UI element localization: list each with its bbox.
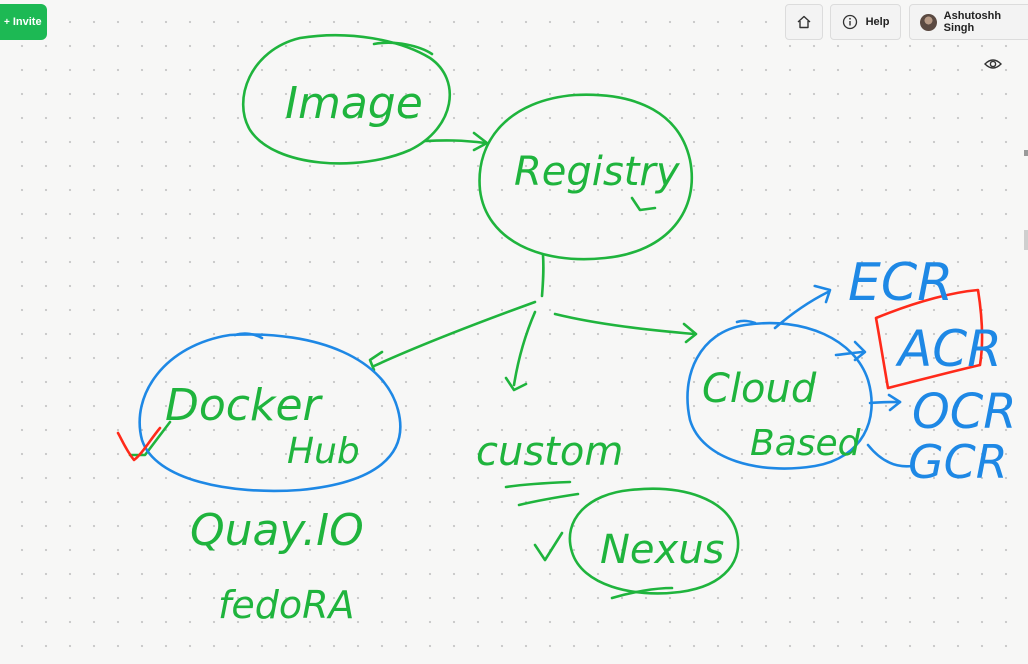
info-circle-icon xyxy=(842,14,857,30)
help-button[interactable]: Help xyxy=(830,4,901,40)
gcr-label: GCR xyxy=(908,435,1008,489)
arrow-registry-custom xyxy=(512,310,537,387)
fedora-label: fedoRA xyxy=(218,583,355,627)
arrow-cloud-ecr xyxy=(773,290,830,330)
arrow-cloud-ocr xyxy=(868,400,902,405)
registry-bubble xyxy=(478,93,693,261)
arrow-image-registry xyxy=(423,139,487,145)
scrollbar[interactable] xyxy=(1024,150,1028,156)
avatar xyxy=(920,13,937,31)
home-button[interactable] xyxy=(785,4,823,40)
nexus-check xyxy=(533,531,564,562)
docker-hub-label-line2: Hub xyxy=(287,431,360,472)
invite-button[interactable]: + Invite xyxy=(0,4,47,40)
docker-hub-label-line1: Docker xyxy=(165,380,324,431)
cloud-label-line2: Based xyxy=(750,423,862,464)
user-menu-button[interactable]: Ashutoshh Singh xyxy=(909,4,1028,40)
arrow-registry-docker xyxy=(372,300,537,368)
nexus-label: Nexus xyxy=(600,527,724,573)
acr-highlight-box xyxy=(874,288,984,390)
user-name: Ashutoshh Singh xyxy=(943,10,1002,34)
arrow-cloud-acr xyxy=(834,350,864,357)
image-bubble xyxy=(241,33,452,165)
image-label: Image xyxy=(285,78,423,129)
acr-label: ACR xyxy=(895,320,1002,378)
docker-hub-bubble xyxy=(138,333,402,493)
connector-stem xyxy=(540,253,545,298)
docker-hub-check xyxy=(116,426,162,462)
user-plus-icon: + xyxy=(4,16,10,28)
custom-label: custom xyxy=(476,429,623,475)
arrow-cloud-gcr xyxy=(866,443,914,468)
invite-label: Invite xyxy=(12,16,42,28)
ecr-label: ECR xyxy=(848,253,953,313)
scrollbar-thumb[interactable] xyxy=(1024,230,1028,250)
nexus-bubble xyxy=(568,487,740,595)
help-label: Help xyxy=(865,16,890,28)
cloud-bubble xyxy=(686,321,873,470)
home-icon xyxy=(797,15,811,29)
eye-icon[interactable] xyxy=(984,57,1002,71)
quay-label: Quay.IO xyxy=(190,505,364,556)
registry-label: Registry xyxy=(514,149,681,195)
ocr-label: OCR xyxy=(912,384,1017,440)
arrow-registry-cloud xyxy=(553,312,696,336)
cloud-label-line1: Cloud xyxy=(702,366,817,412)
